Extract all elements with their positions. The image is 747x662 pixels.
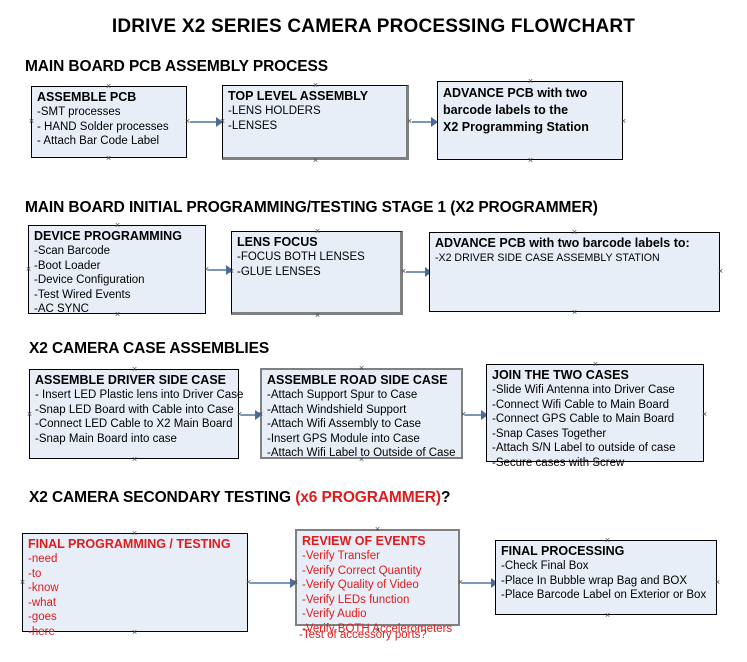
- flow-box-review-of-events[interactable]: REVIEW OF EVENTS -Verify Transfer -Verif…: [295, 529, 460, 635]
- flow-box-title: ADVANCE PCB with two barcode labels to:: [435, 236, 690, 250]
- section-heading-3-text: X2 CAMERA CASE ASSEMBLIES: [29, 340, 270, 357]
- flow-box-line: -Connect LED Cable to X2 Main Board: [35, 418, 233, 430]
- connector-arrow: [406, 271, 428, 273]
- flow-box-line: -Secure cases with Screw: [492, 456, 625, 469]
- flow-box-line: -what: [28, 596, 57, 609]
- flow-box-line: -Attach Wifi Assembly to Case: [267, 418, 422, 430]
- flow-box-line: -Place In Bubble wrap Bag and BOX: [501, 574, 688, 587]
- connector-arrowhead: [255, 410, 262, 420]
- connector-arrowhead: [481, 410, 488, 420]
- flow-box-line: -AC SYNC: [34, 303, 89, 315]
- flow-box-line: -Verify Audio: [302, 608, 367, 620]
- flow-box-line: barcode labels to the: [443, 103, 569, 117]
- section-heading-1: MAIN BOARD PCB ASSEMBLY PROCESS: [25, 58, 328, 76]
- flow-box-line: -Connect GPS Cable to Main Board: [492, 413, 675, 425]
- flow-box-title: ASSEMBLE DRIVER SIDE CASE: [35, 373, 227, 387]
- flow-box-line: -Slide Wifi Antenna into Driver Case: [492, 384, 675, 396]
- flow-box-line: - HAND Solder processes: [37, 120, 169, 133]
- flow-box-line: -Snap Main Board into case: [35, 432, 177, 445]
- section-heading-3: X2 CAMERA CASE ASSEMBLIES: [29, 340, 269, 358]
- flow-box-advance-pcb-driver-side[interactable]: ADVANCE PCB with two barcode labels to: …: [429, 232, 720, 312]
- flow-box-line: -goes: [28, 611, 57, 623]
- flow-box-title: REVIEW OF EVENTS: [302, 534, 426, 548]
- flow-box-assemble-driver-side-case[interactable]: ASSEMBLE DRIVER SIDE CASE - Insert LED P…: [29, 369, 244, 459]
- connector-arrow: [190, 121, 218, 123]
- flow-box-line: -X2 DRIVER SIDE CASE ASSEMBLY STATION: [435, 252, 660, 264]
- flow-box-line: -know: [28, 582, 59, 594]
- flow-box-final-processing[interactable]: FINAL PROCESSING -Check Final Box -Place…: [495, 540, 717, 615]
- flow-box-title: FINAL PROCESSING: [501, 544, 625, 558]
- connector-arrowhead: [226, 265, 233, 275]
- flow-box-title: FINAL PROGRAMMING / TESTING: [28, 537, 231, 551]
- flow-box-line: - Insert LED Plastic lens into Driver Ca…: [35, 389, 244, 401]
- flow-box-line: -Boot Loader: [34, 259, 101, 272]
- flow-box-line: -Attach Support Spur to Case: [267, 389, 418, 401]
- flow-box-title: ASSEMBLE ROAD SIDE CASE: [267, 373, 448, 387]
- flow-box-line: -Snap LED Board with Cable into Case: [35, 403, 234, 416]
- connector-arrow: [241, 414, 258, 416]
- flow-box-line: -Snap Cases Together: [492, 427, 607, 440]
- connector-arrow: [465, 414, 483, 416]
- flow-box-line: -Verify LEDs function: [302, 593, 410, 606]
- section-heading-2-text: MAIN BOARD INITIAL PROGRAMMING/TESTING S…: [25, 199, 598, 216]
- flow-box-line: -FOCUS BOTH LENSES: [237, 251, 365, 263]
- flow-box-line: -to: [28, 567, 42, 580]
- flow-box-line: -here: [28, 625, 55, 638]
- flow-box-assemble-road-side-case[interactable]: ASSEMBLE ROAD SIDE CASE -Attach Support …: [260, 368, 463, 459]
- flow-box-title: ADVANCE PCB with two: [443, 86, 588, 100]
- flow-box-line: -Verify Correct Quantity: [302, 564, 422, 577]
- flow-box-line: -need: [28, 553, 58, 565]
- flow-box-line: -Device Configuration: [34, 274, 145, 286]
- flow-box-line: -Insert GPS Module into Case: [267, 432, 420, 445]
- section-heading-2: MAIN BOARD INITIAL PROGRAMMING/TESTING S…: [25, 199, 598, 217]
- flow-box-line: -Test Wired Events: [34, 288, 131, 301]
- connector-arrow: [462, 582, 494, 584]
- section-heading-4-tail: ?: [440, 489, 451, 506]
- flow-box-title: DEVICE PROGRAMMING: [34, 229, 182, 243]
- flow-box-line: -Attach Wifi Label to Outside of Case: [267, 447, 456, 459]
- flow-box-lens-focus[interactable]: LENS FOCUS -FOCUS BOTH LENSES -GLUE LENS…: [231, 231, 403, 315]
- page-title: IDRIVE X2 SERIES CAMERA PROCESSING FLOWC…: [111, 16, 636, 37]
- flow-box-assemble-pcb[interactable]: ASSEMBLE PCB -SMT processes - HAND Solde…: [31, 86, 187, 158]
- flow-box-line: -Verify Quality of Video: [302, 579, 419, 591]
- flow-box-advance-pcb-station[interactable]: ADVANCE PCB with two barcode labels to t…: [437, 81, 623, 160]
- flow-box-final-programming-testing[interactable]: FINAL PROGRAMMING / TESTING -need -to -k…: [22, 533, 248, 638]
- connector-arrowhead: [425, 267, 432, 277]
- connector-arrowhead: [431, 117, 438, 127]
- flow-box-line: -Verify BOTH Accelerometers: [302, 622, 453, 635]
- flow-box-title: ASSEMBLE PCB: [37, 90, 137, 104]
- flow-box-line: -Scan Barcode: [34, 245, 111, 257]
- flow-box-device-programming[interactable]: DEVICE PROGRAMMING -Scan Barcode -Boot L…: [28, 225, 206, 315]
- connector-arrowhead: [290, 578, 297, 588]
- section-heading-4-accent: (x6 PROGRAMMER): [295, 489, 441, 506]
- flow-box-line: -Verify Transfer: [302, 550, 380, 562]
- flow-box-title: TOP LEVEL ASSEMBLY: [228, 89, 369, 103]
- flow-box-title: LENS FOCUS: [237, 235, 318, 249]
- section-heading-1-text: MAIN BOARD PCB ASSEMBLY PROCESS: [25, 58, 328, 75]
- flow-box-line: -GLUE LENSES: [237, 265, 321, 278]
- connector-arrow: [250, 582, 292, 584]
- flow-box-line: X2 Programming Station: [443, 120, 589, 134]
- flow-box-line: -LENSES: [228, 119, 278, 132]
- flow-box-overflow-line: -Test of accessory ports?: [299, 629, 427, 641]
- flow-box-join-the-two-cases[interactable]: JOIN THE TWO CASES -Slide Wifi Antenna i…: [486, 364, 704, 469]
- flow-box-line: -SMT processes: [37, 106, 121, 118]
- connector-arrowhead: [491, 578, 498, 588]
- flow-box-top-level-assembly[interactable]: TOP LEVEL ASSEMBLY -LENS HOLDERS -LENSES: [222, 85, 409, 160]
- connector-arrow: [412, 121, 434, 123]
- section-heading-4: X2 CAMERA SECONDARY TESTING (x6 PROGRAMM…: [29, 489, 450, 507]
- flow-box-line: -Connect Wifi Cable to Main Board: [492, 398, 670, 411]
- flow-box-line: -Attach S/N Label to outside of case: [492, 442, 676, 454]
- flow-box-line: -LENS HOLDERS: [228, 105, 321, 117]
- flow-box-line: -Place Barcode Label on Exterior or Box: [501, 589, 707, 601]
- flow-box-line: -Check Final Box: [501, 560, 589, 572]
- flow-box-line: - Attach Bar Code Label: [37, 135, 160, 147]
- flow-box-title: JOIN THE TWO CASES: [492, 368, 629, 382]
- flow-box-line: -Attach Windshield Support: [267, 403, 407, 416]
- section-heading-4-text: X2 CAMERA SECONDARY TESTING: [29, 489, 296, 506]
- connector-arrow: [208, 269, 228, 271]
- connector-arrowhead: [216, 117, 223, 127]
